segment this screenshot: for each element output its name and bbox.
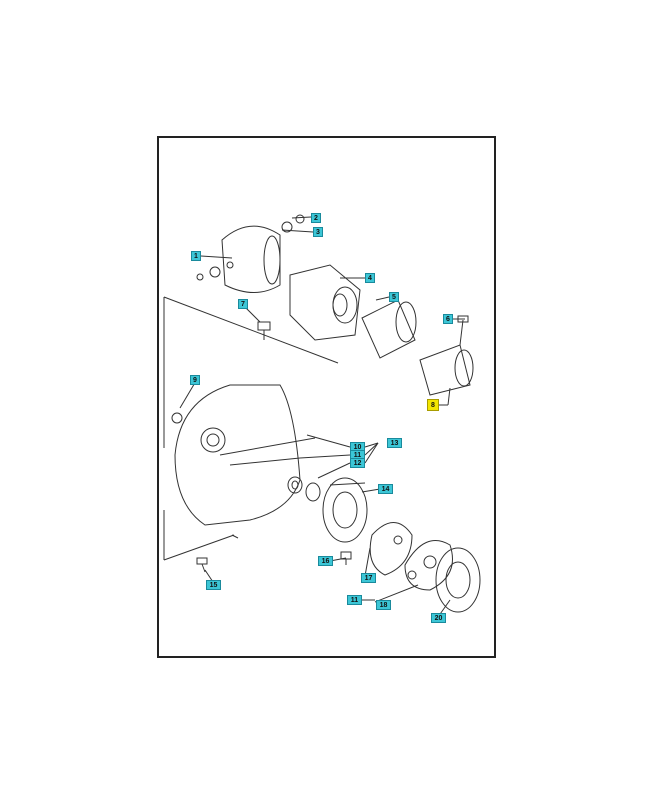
callout-7: 7 bbox=[238, 299, 248, 309]
callout-8: 8 bbox=[427, 399, 439, 411]
callout-12: 12 bbox=[350, 458, 365, 468]
callout-14: 14 bbox=[378, 484, 393, 494]
callout-4: 4 bbox=[365, 273, 375, 283]
callout-15: 15 bbox=[206, 580, 221, 590]
callout-9: 9 bbox=[190, 375, 200, 385]
callout-6: 6 bbox=[443, 314, 453, 324]
callout-5: 5 bbox=[389, 292, 399, 302]
callout-11-second: 11 bbox=[347, 595, 362, 605]
callout-3: 3 bbox=[313, 227, 323, 237]
callout-16: 16 bbox=[318, 556, 333, 566]
callout-2: 2 bbox=[311, 213, 321, 223]
callout-20: 20 bbox=[431, 613, 446, 623]
diagram-frame bbox=[157, 136, 496, 658]
callout-17: 17 bbox=[361, 573, 376, 583]
callout-1: 1 bbox=[191, 251, 201, 261]
callout-13: 13 bbox=[387, 438, 402, 448]
callout-18: 18 bbox=[376, 600, 391, 610]
